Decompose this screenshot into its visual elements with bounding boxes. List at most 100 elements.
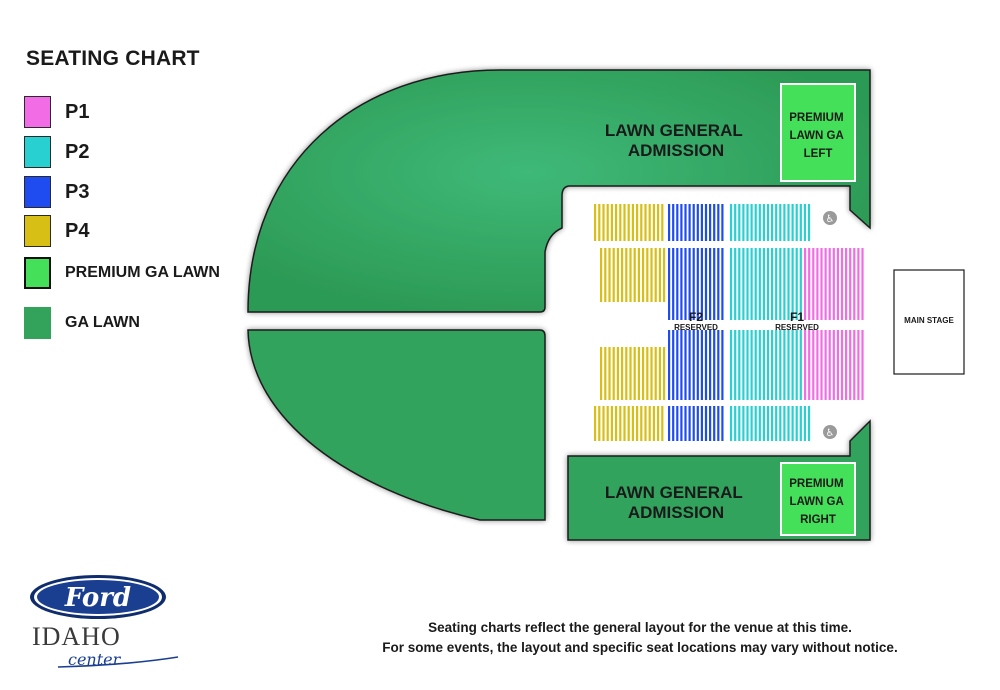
seat-row	[730, 204, 733, 241]
section-p2-upper[interactable]	[730, 248, 802, 320]
seat-row	[700, 204, 703, 241]
section-p2-lower-front[interactable]	[730, 406, 811, 441]
seat-row	[832, 248, 835, 320]
seat-row	[857, 248, 860, 320]
seat-row	[771, 248, 774, 320]
seat-row	[688, 406, 691, 441]
seat-row	[775, 248, 778, 320]
section-p3-lower-front[interactable]	[668, 406, 724, 441]
seat-row	[676, 406, 679, 441]
section-p3-upper[interactable]	[668, 248, 724, 320]
section-p4-lower-front[interactable]	[594, 406, 664, 441]
seat-row	[816, 248, 819, 320]
seat-row	[598, 406, 601, 441]
seat-row	[637, 347, 640, 400]
seat-row	[762, 330, 765, 400]
seat-row	[680, 330, 683, 400]
seat-row	[704, 330, 708, 400]
seat-row	[754, 204, 757, 241]
f1-label: F1	[790, 310, 804, 324]
seat-row	[721, 248, 724, 320]
seat-row	[721, 330, 724, 400]
section-p2-upper-front[interactable]	[730, 204, 811, 241]
seat-row	[646, 347, 649, 400]
seat-row	[623, 406, 626, 441]
seat-row	[672, 204, 675, 241]
legend-item-p1: P1	[24, 96, 89, 128]
premium-lawn-right[interactable]	[780, 462, 856, 536]
seat-row	[636, 406, 639, 441]
seat-row	[783, 406, 786, 441]
seat-row	[820, 248, 823, 320]
ford-idaho-center-logo: Ford IDAHO center	[28, 573, 188, 673]
accessible-area-lower[interactable]	[823, 425, 837, 439]
seat-row	[676, 204, 679, 241]
seat-row	[762, 248, 765, 320]
section-p2-lower[interactable]	[730, 330, 802, 400]
seat-row	[696, 330, 699, 400]
seat-row	[738, 248, 741, 320]
seat-row	[680, 406, 683, 441]
seat-row	[721, 406, 724, 441]
seat-row	[610, 204, 613, 241]
legend-label-p4: P4	[65, 219, 90, 242]
legend-label-p3: P3	[65, 180, 90, 203]
section-p3-upper-front[interactable]	[668, 204, 724, 241]
seat-row	[791, 406, 794, 441]
seat-row	[619, 204, 622, 241]
seat-row	[828, 248, 831, 320]
seat-row	[779, 204, 782, 241]
seat-row	[799, 204, 802, 241]
seat-row	[738, 330, 741, 400]
seat-row	[661, 204, 664, 241]
seat-row	[853, 330, 856, 400]
seat-row	[700, 330, 703, 400]
section-p4-upper-front[interactable]	[594, 204, 664, 241]
seat-row	[754, 406, 757, 441]
seat-row	[758, 406, 761, 441]
seat-row	[812, 330, 815, 400]
seat-row	[795, 330, 798, 400]
seat-row	[604, 347, 607, 400]
seat-row	[640, 406, 643, 441]
seat-row	[684, 248, 687, 320]
seat-row	[704, 248, 708, 320]
seat-row	[775, 330, 778, 400]
section-p4-lower-back[interactable]	[600, 347, 666, 400]
wheelchair-icon: ♿	[826, 428, 835, 439]
seat-row	[619, 406, 622, 441]
seat-row	[762, 204, 765, 241]
seat-row	[676, 248, 679, 320]
seat-row	[808, 330, 811, 400]
seat-row	[803, 204, 806, 241]
f1-reserved-label: RESERVED	[775, 323, 819, 332]
seat-row	[804, 330, 807, 400]
section-p3-lower[interactable]	[668, 330, 724, 400]
f2-reserved-label: RESERVED	[674, 323, 718, 332]
seat-row	[750, 248, 753, 320]
seat-row	[684, 204, 687, 241]
seat-row	[742, 406, 745, 441]
accessible-area-upper[interactable]	[823, 211, 837, 225]
seat-row	[598, 204, 601, 241]
seat-row	[775, 204, 778, 241]
seat-row	[730, 248, 733, 320]
seat-row	[704, 406, 708, 441]
seat-row	[758, 330, 761, 400]
seat-row	[654, 347, 657, 400]
seat-row	[615, 406, 618, 441]
seat-row	[836, 330, 839, 400]
legend-swatch-p3	[24, 176, 51, 208]
lawn-upper-section[interactable]	[247, 69, 871, 313]
section-p1-upper[interactable]	[804, 248, 864, 320]
section-p1-lower[interactable]	[804, 330, 864, 400]
seat-row	[746, 330, 749, 400]
seat-row	[650, 347, 653, 400]
seat-row	[692, 330, 695, 400]
seat-row	[750, 330, 753, 400]
lawn-lower-left-section[interactable]	[247, 329, 546, 521]
section-p4-upper-back[interactable]	[600, 248, 666, 302]
seat-row	[836, 248, 839, 320]
premium-lawn-left[interactable]	[780, 83, 856, 182]
seat-row	[754, 248, 757, 320]
